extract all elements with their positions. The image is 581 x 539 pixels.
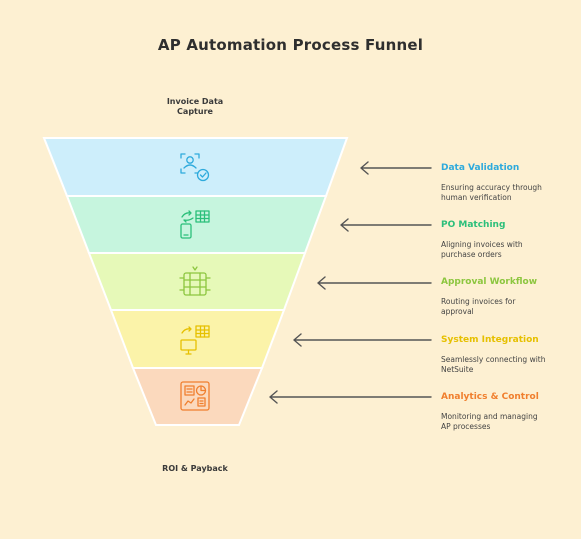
funnel-stage-5 bbox=[131, 367, 264, 426]
stage-3-text: Approval Workflow Routing invoices for a… bbox=[441, 277, 571, 316]
stage-5-desc-line1: Monitoring and managing bbox=[441, 412, 538, 421]
arrow-left-icon bbox=[269, 390, 432, 404]
funnel-input-label: Invoice Data Capture bbox=[150, 97, 240, 117]
funnel-input-label-line2: Capture bbox=[177, 107, 213, 116]
funnel-input-label-line1: Invoice Data bbox=[166, 97, 224, 106]
funnel-output-label: ROI & Payback bbox=[162, 464, 228, 473]
funnel-stage-3 bbox=[87, 252, 307, 311]
stage-2-desc-line2: purchase orders bbox=[441, 249, 502, 259]
monitor-sync-icon bbox=[180, 325, 210, 355]
stage-4-name: System Integration bbox=[441, 335, 539, 345]
phone-sheet-sync-icon bbox=[180, 210, 210, 239]
workflow-table-icon bbox=[179, 266, 211, 296]
stage-4-desc-line2: NetSuite bbox=[441, 364, 474, 374]
stage-2-text: PO Matching Aligning invoices with purch… bbox=[441, 220, 571, 259]
funnel-stage-4 bbox=[109, 309, 286, 369]
diagram-title: AP Automation Process Funnel bbox=[157, 36, 424, 54]
stage-3-desc-line2: approval bbox=[441, 306, 474, 316]
stage-1-name: Data Validation bbox=[441, 163, 520, 173]
arrow-left-icon bbox=[340, 218, 432, 232]
stage-5-text: Analytics & Control Monitoring and manag… bbox=[441, 392, 571, 431]
stage-3-desc-line1: Routing invoices for bbox=[441, 297, 516, 306]
arrow-left-icon bbox=[360, 161, 432, 175]
stage-1-text: Data Validation Ensuring accuracy throug… bbox=[441, 163, 571, 202]
user-check-icon bbox=[180, 153, 210, 182]
stage-5-desc-line2: AP processes bbox=[441, 421, 491, 431]
arrow-left-icon bbox=[293, 333, 432, 347]
dashboard-chart-icon bbox=[180, 381, 210, 411]
stage-2-name: PO Matching bbox=[441, 220, 506, 230]
stage-4-text: System Integration Seamlessly connecting… bbox=[441, 335, 571, 374]
arrow-left-icon bbox=[317, 276, 432, 290]
stage-3-name: Approval Workflow bbox=[441, 277, 538, 287]
funnel-stage-2 bbox=[65, 195, 328, 254]
stage-2-desc-line1: Aligning invoices with bbox=[441, 240, 523, 249]
stage-1-desc-line1: Ensuring accuracy through bbox=[441, 183, 542, 192]
stage-4-desc-line1: Seamlessly connecting with bbox=[441, 355, 546, 364]
stage-5-name: Analytics & Control bbox=[441, 392, 539, 402]
stage-1-desc-line2: human verification bbox=[441, 192, 512, 202]
